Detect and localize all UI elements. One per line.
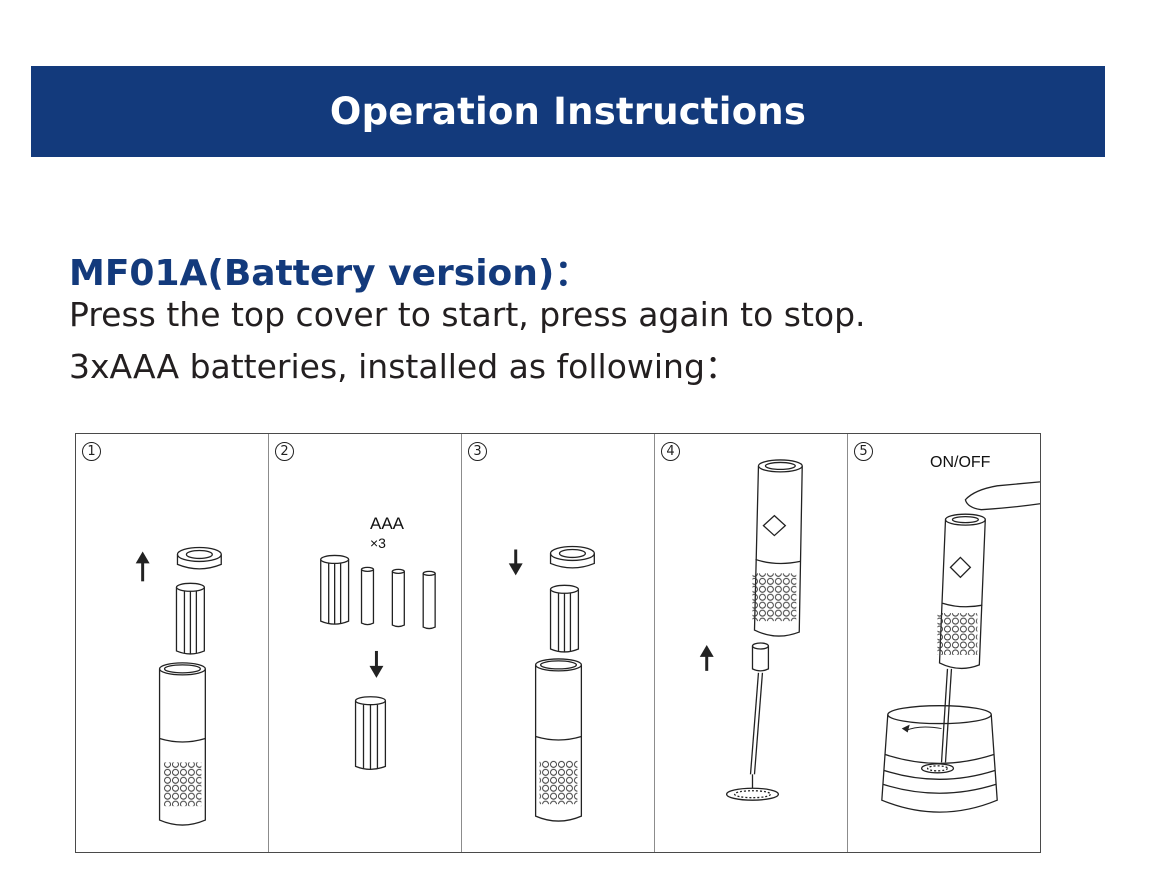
battery-holder-icon [549, 584, 580, 653]
whisk-head-icon [725, 774, 780, 801]
whisk-head-icon [920, 763, 955, 774]
battery-type-label: AAA [370, 514, 405, 533]
whisk-shaft-icon [749, 642, 770, 775]
step-2-number: 2 [275, 442, 294, 461]
installation-diagram: 1 [75, 433, 1041, 853]
battery-icon [391, 568, 405, 628]
top-cover-icon [176, 546, 222, 570]
step-3-number: 3 [468, 442, 487, 461]
battery-icon [360, 566, 375, 626]
step-1-panel: 1 [76, 434, 269, 852]
step-4-number: 4 [661, 442, 680, 461]
frother-body-icon [937, 513, 986, 670]
battery-holder-icon [175, 582, 205, 655]
step-1-number: 1 [82, 442, 101, 461]
step-5-panel: 5 ON/OFF [848, 434, 1040, 852]
step-2-illustration [320, 554, 436, 770]
instruction-batteries: 3xAAA batteries, installed as following： [69, 347, 738, 386]
frother-body-icon [534, 658, 583, 822]
arrow-up-icon [135, 551, 150, 582]
step-4-illustration [699, 459, 803, 801]
frother-body-icon [752, 459, 803, 637]
header-banner: Operation Instructions [31, 66, 1105, 157]
battery-quantity-label: ×3 [370, 535, 386, 551]
step-3-panel: 3 [462, 434, 655, 852]
step-2-panel: 2 AAA ×3 [269, 434, 462, 852]
cup-icon [881, 705, 998, 813]
on-off-label: ON/OFF [930, 454, 991, 471]
step-4-panel: 4 [655, 434, 848, 852]
battery-holder-icon [320, 554, 350, 625]
arrow-down-icon [369, 650, 384, 678]
step-3-illustration [508, 545, 595, 822]
model-heading: MF01A(Battery version)： [69, 253, 591, 294]
arrow-down-icon [508, 549, 523, 576]
step-1-illustration [135, 546, 222, 826]
top-cover-icon [549, 545, 595, 569]
step-5-illustration [881, 481, 1040, 813]
loaded-battery-holder-icon [354, 696, 387, 770]
step-5-number: 5 [854, 442, 873, 461]
instruction-start-stop: Press the top cover to start, press agai… [69, 295, 866, 334]
finger-press-icon [964, 481, 1040, 511]
frother-body-icon [158, 662, 206, 826]
battery-icon [422, 570, 436, 630]
arrow-up-icon [699, 644, 714, 671]
page-title: Operation Instructions [329, 90, 807, 133]
whisk-shaft-icon [940, 668, 953, 763]
